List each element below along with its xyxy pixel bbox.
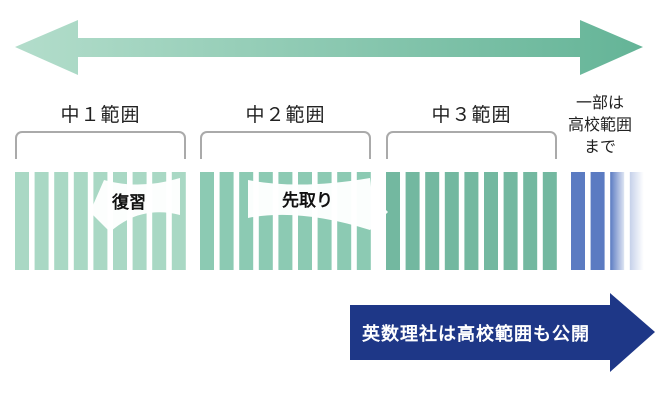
bar-grade3 (444, 172, 459, 270)
top-double-arrow (15, 20, 643, 75)
bar-grade1 (15, 172, 29, 270)
bar-grade1 (34, 172, 49, 270)
range-label-grade2: 中２範囲 (245, 104, 326, 126)
bar-grade2 (219, 172, 234, 270)
bar-grade3 (542, 172, 557, 270)
banner-text: 英数理社は高校範囲も公開 (362, 324, 590, 345)
advance-curved-arrow (248, 178, 388, 230)
bar-grade3 (523, 172, 538, 270)
range-label-grade3: 中３範囲 (431, 104, 512, 126)
bar-grade2 (200, 172, 214, 270)
bar-grade3 (503, 172, 518, 270)
note-line3: まで (583, 137, 616, 156)
bracket-grade2 (200, 131, 371, 159)
bar-high-school (629, 172, 644, 270)
bar-grade3 (425, 172, 440, 270)
bar-grade3 (386, 172, 400, 270)
bracket-grade3 (386, 131, 557, 159)
bar-grade3 (484, 172, 498, 270)
note-line1: 一部は (575, 93, 624, 112)
review-curved-arrow (90, 178, 180, 232)
bar-grade3 (405, 172, 420, 270)
banner-arrow (350, 293, 655, 372)
bar-grade3 (464, 172, 479, 270)
bar-grade1 (54, 172, 69, 270)
range-label-grade1: 中１範囲 (60, 104, 141, 126)
review-label: 復習 (112, 193, 146, 213)
note-line2: 高校範囲 (567, 115, 632, 134)
high-school-note: 一部は 高校範囲 まで (560, 92, 640, 158)
bar-high-school (571, 172, 585, 270)
bracket-grade1 (15, 131, 186, 159)
advance-label: 先取り (282, 191, 333, 211)
bar-high-school (610, 172, 625, 270)
bar-high-school (590, 172, 605, 270)
bar-grade1 (73, 172, 88, 270)
